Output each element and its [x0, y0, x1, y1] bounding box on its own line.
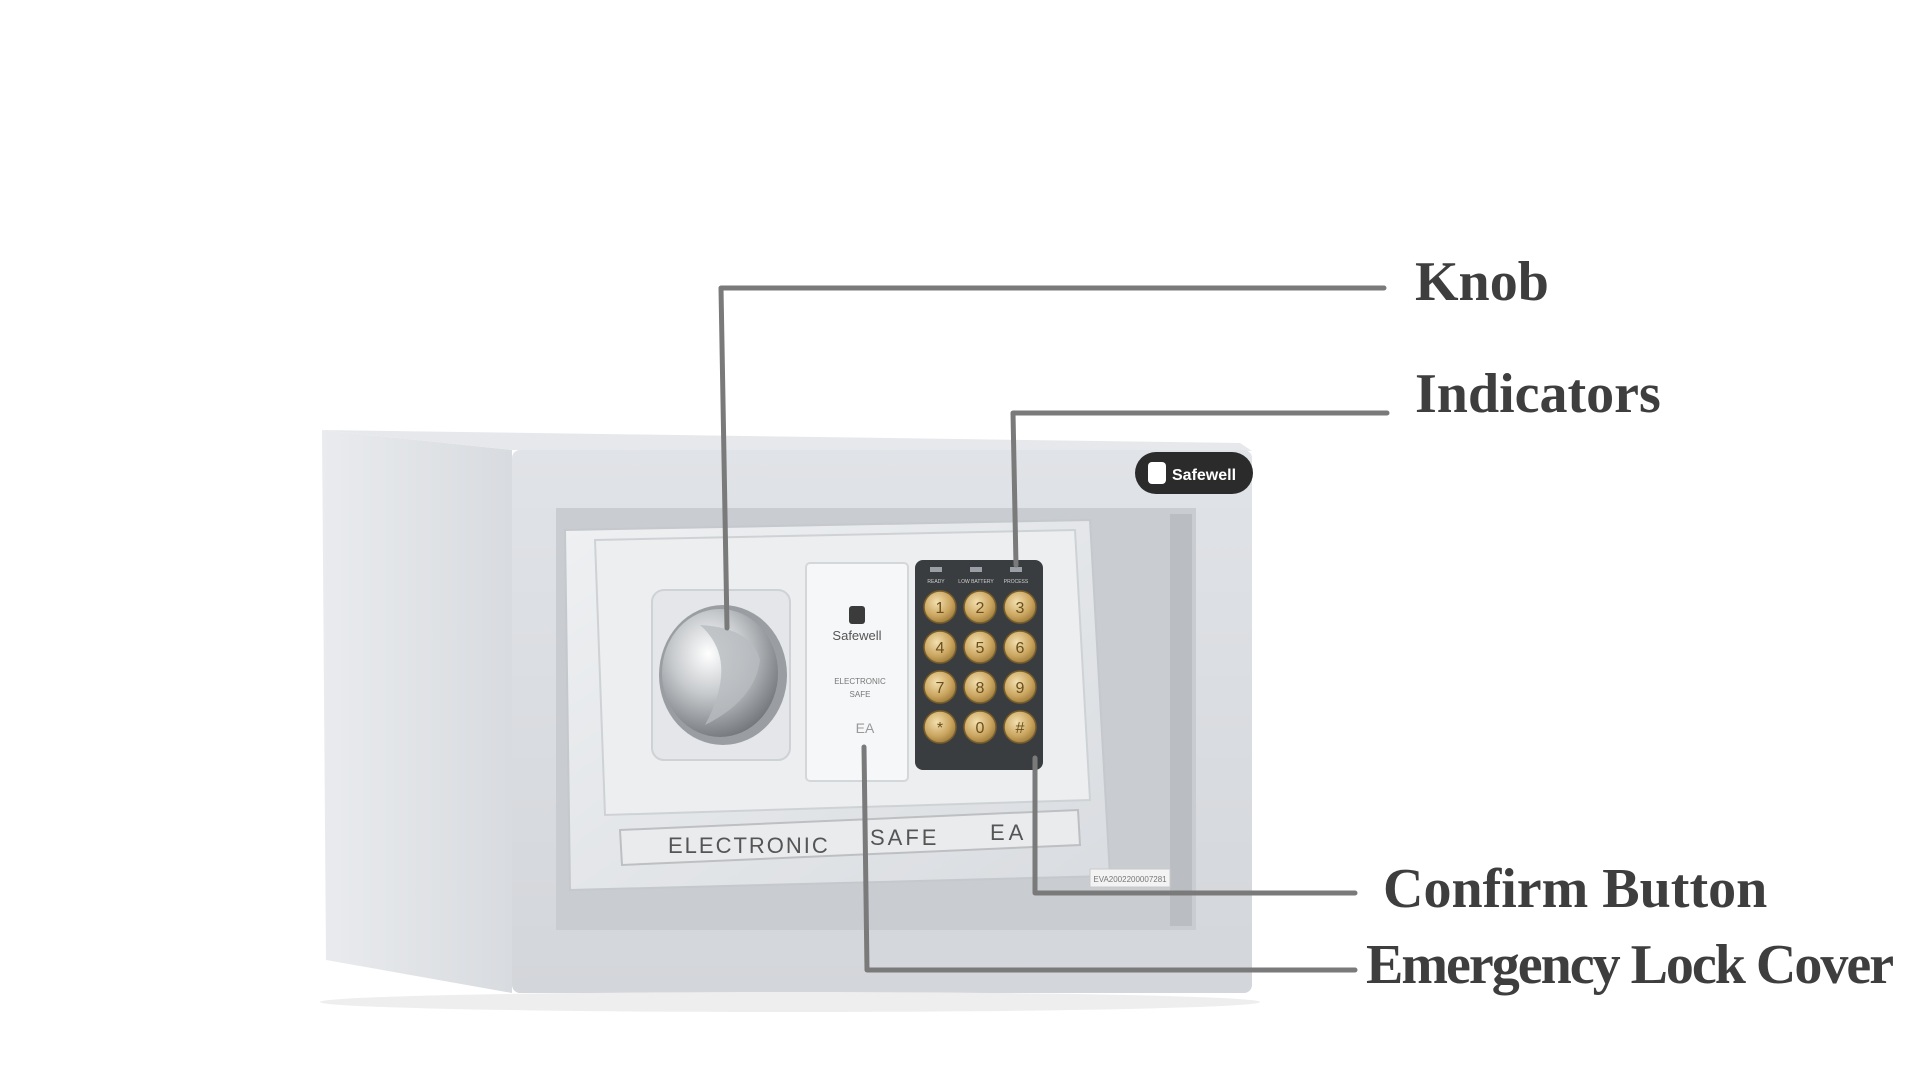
indicator-low-battery: [970, 567, 982, 572]
serial-sticker: [1089, 868, 1171, 888]
keypad-key-label: #: [1016, 720, 1025, 737]
indicator-process: [1010, 567, 1022, 572]
confirm-button[interactable]: #: [1003, 710, 1037, 744]
plate-word-safe: SAFE: [870, 825, 939, 850]
ground-shadow: [320, 992, 1260, 1012]
keypad-key[interactable]: 8: [963, 670, 997, 704]
keypad-key-label: *: [937, 720, 943, 737]
keypad-key[interactable]: *: [923, 710, 957, 744]
keypad-key[interactable]: 5: [963, 630, 997, 664]
indicator-label-process: PROCESS: [1004, 579, 1029, 585]
keypad-key[interactable]: 2: [963, 590, 997, 624]
callout-line-indicators: [1010, 410, 1390, 568]
callout-label-indicators: Indicators: [1415, 363, 1661, 425]
safe-top-face: [322, 430, 1252, 451]
keypad-key[interactable]: 9: [1003, 670, 1037, 704]
indicators: READY LOW BATTERY PROCESS: [927, 567, 1029, 585]
callout-line-knob: [718, 285, 1387, 631]
model-plate: ELECTRONIC SAFE EA: [618, 808, 1082, 867]
keypad-key-label: 4: [936, 640, 945, 657]
callout-line-confirm-button: [1032, 755, 1358, 896]
panel-logo-icon: [849, 606, 865, 624]
keypad: READY LOW BATTERY PROCESS 1 2 3 4 5 6 7 8 9 * 0 #: [915, 560, 1043, 770]
panel-text-line1: ELECTRONIC: [834, 677, 886, 686]
safe-side-face: [322, 430, 512, 993]
keypad-keys: 1 2 3 4 5 6 7 8 9 * 0 #: [923, 590, 1037, 744]
keypad-key-label: 9: [1016, 680, 1025, 697]
callout-label-knob: Knob: [1415, 251, 1549, 313]
panel-model: EA: [856, 720, 875, 736]
keypad-key-label: 2: [976, 600, 985, 617]
keypad-key-label: 8: [976, 680, 985, 697]
panel-text-line2: SAFE: [850, 690, 871, 699]
keypad-key[interactable]: 1: [923, 590, 957, 624]
serial-sticker-text: EVA2002200007281: [1093, 875, 1167, 884]
indicator-ready: [930, 567, 942, 572]
keypad-key-label: 5: [976, 640, 985, 657]
panel-brand: Safewell: [832, 628, 881, 643]
keypad-key-label: 7: [936, 680, 945, 697]
keypad-key-label: 6: [1016, 640, 1025, 657]
door-recess-shadow: [1170, 514, 1192, 926]
safewell-logo-icon: [1148, 462, 1166, 484]
callout-label-emergency-lock-cover: Emergency Lock Cover: [1366, 934, 1894, 996]
indicator-label-low-battery: LOW BATTERY: [958, 579, 994, 585]
plate-word-ea: EA: [990, 820, 1027, 845]
keypad-key[interactable]: 6: [1003, 630, 1037, 664]
keypad-key-label: 0: [976, 720, 985, 737]
keypad-key[interactable]: 4: [923, 630, 957, 664]
brand-badge: Safewell: [1135, 452, 1253, 494]
callout-label-confirm-button: Confirm Button: [1383, 858, 1768, 920]
brand-badge-text: Safewell: [1172, 467, 1236, 484]
knob[interactable]: [659, 605, 787, 745]
keypad-key-label: 3: [1016, 600, 1025, 617]
callout-line-emergency-lock-cover: [861, 744, 1358, 973]
keypad-key[interactable]: 0: [963, 710, 997, 744]
keypad-key[interactable]: 7: [923, 670, 957, 704]
indicator-label-ready: READY: [927, 579, 945, 585]
keypad-key-label: 1: [936, 600, 945, 617]
plate-word-electronic: ELECTRONIC: [668, 833, 830, 858]
emergency-lock-cover[interactable]: Safewell ELECTRONIC SAFE EA: [805, 562, 909, 782]
keypad-key[interactable]: 3: [1003, 590, 1037, 624]
